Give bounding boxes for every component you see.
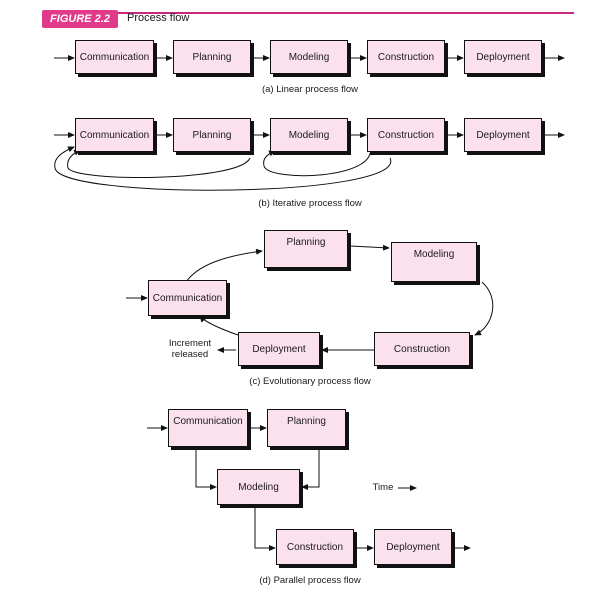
parallel-modeling-box: Modeling [217, 469, 300, 505]
iterative-modeling-box: Modeling [270, 118, 348, 152]
parallel-construction-box: Construction [276, 529, 354, 565]
parallel-caption: (d) Parallel process flow [259, 575, 361, 586]
parallel-planning-box: Planning [267, 409, 346, 447]
parallel-elbow-model-construct [254, 506, 276, 551]
linear-deployment-box: Deployment [464, 40, 542, 74]
iterative-caption: (b) Iterative process flow [258, 198, 362, 209]
time-label: Time [372, 482, 394, 493]
figure-title: Process flow [127, 12, 190, 24]
iterative-deployment-box: Deployment [464, 118, 542, 152]
evolutionary-communication-box: Communication [148, 280, 227, 316]
evolutionary-arc-deploy-comm [199, 315, 239, 336]
evolutionary-arc-model-construct [474, 281, 494, 336]
linear-construction-box: Construction [367, 40, 445, 74]
increment-label-line1: Increment [168, 338, 212, 349]
iterative-loop-outer [54, 146, 391, 191]
header-rule [42, 12, 574, 14]
linear-communication-box: Communication [75, 40, 154, 74]
parallel-elbow-plan-model [301, 447, 320, 490]
parallel-deployment-box: Deployment [374, 529, 452, 565]
increment-label-line2: released [171, 349, 209, 360]
evolutionary-modeling-box: Modeling [391, 242, 477, 282]
evolutionary-caption: (c) Evolutionary process flow [249, 376, 371, 387]
parallel-communication-box: Communication [168, 409, 248, 447]
linear-caption: (a) Linear process flow [261, 84, 359, 95]
linear-modeling-box: Modeling [270, 40, 348, 74]
increment-released-label: Increment released [162, 338, 218, 360]
iterative-communication-box: Communication [75, 118, 154, 152]
iterative-loop-modeling [263, 145, 371, 177]
evolutionary-arrow-plan-model [349, 244, 390, 251]
iterative-planning-box: Planning [173, 118, 251, 152]
linear-planning-box: Planning [173, 40, 251, 74]
iterative-loop-inner [67, 149, 251, 178]
evolutionary-construction-box: Construction [374, 332, 470, 366]
evolutionary-arc-comm-plan [185, 248, 263, 283]
evolutionary-deployment-box: Deployment [238, 332, 320, 366]
parallel-elbow-comm-model [195, 447, 217, 490]
evolutionary-planning-box: Planning [264, 230, 348, 268]
figure-badge: FIGURE 2.2 [42, 10, 118, 28]
iterative-construction-box: Construction [367, 118, 445, 152]
